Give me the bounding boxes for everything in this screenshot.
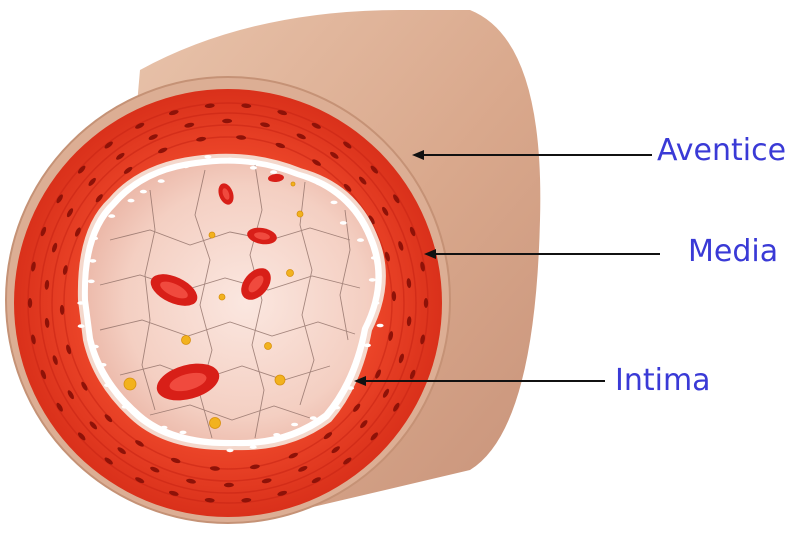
endothelial-dot xyxy=(182,165,189,169)
endothelial-dot xyxy=(128,199,135,203)
endothelial-dot xyxy=(144,420,151,424)
endothelial-dot xyxy=(227,158,234,162)
endothelial-dot xyxy=(204,155,211,159)
label-media: Media xyxy=(688,237,778,267)
endothelial-dot xyxy=(292,172,299,176)
endothelial-dot xyxy=(352,364,359,368)
endothelial-dot xyxy=(77,301,84,305)
endothelial-dot xyxy=(316,182,323,186)
endothelial-dot xyxy=(331,201,338,205)
endothelial-dot xyxy=(371,256,378,260)
endothelial-dot xyxy=(91,237,98,241)
endothelial-dot xyxy=(161,426,168,430)
endothelial-dot xyxy=(291,423,298,427)
endothelial-dot xyxy=(204,441,211,445)
endothelial-dot xyxy=(100,363,107,367)
endothelial-dot xyxy=(227,449,234,453)
endothelial-dot xyxy=(377,324,384,328)
muscle-nucleus xyxy=(424,298,428,308)
endothelial-dot xyxy=(340,221,347,225)
endothelial-dot xyxy=(108,214,115,218)
endothelial-dot xyxy=(250,166,257,170)
endothelial-dot xyxy=(180,431,187,435)
endothelial-dot xyxy=(357,238,364,242)
endothelial-dot xyxy=(104,383,111,387)
endothelial-dot xyxy=(122,405,129,409)
endothelial-dot xyxy=(310,416,317,420)
endothelial-dot xyxy=(250,445,257,449)
lumen xyxy=(88,164,376,440)
endothelial-dot xyxy=(364,344,371,348)
endothelial-dot xyxy=(373,301,380,305)
endothelial-dot xyxy=(347,386,354,390)
label-intima: Intima xyxy=(615,366,711,396)
label-aventice: Aventice xyxy=(657,136,786,166)
endothelial-dot xyxy=(89,259,96,263)
endothelial-dot xyxy=(92,345,99,349)
endothelial-dot xyxy=(88,280,95,284)
endothelial-dot xyxy=(140,190,147,194)
endothelial-dot xyxy=(270,170,277,174)
endothelial-dot xyxy=(78,324,85,328)
muscle-nucleus xyxy=(28,298,32,308)
endothelial-dot xyxy=(158,179,165,183)
endothelial-dot xyxy=(333,406,340,410)
endothelial-dot xyxy=(273,433,280,437)
endothelial-dot xyxy=(369,278,376,282)
